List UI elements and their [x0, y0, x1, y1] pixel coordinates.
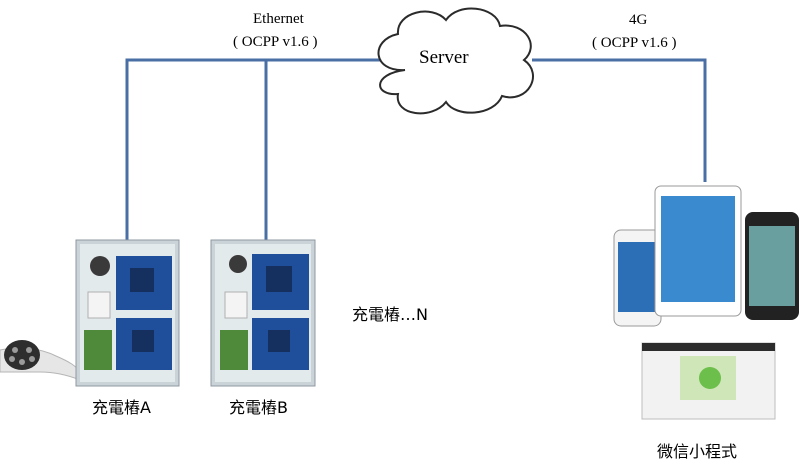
- charger-a-label: 充電樁A: [92, 398, 151, 417]
- smartphone-icon: [613, 229, 662, 327]
- cloud-icon: [377, 7, 534, 115]
- charger-b-label: 充電樁B: [229, 398, 288, 417]
- wechat-label: 微信小程式: [657, 442, 738, 461]
- ev-connector-icon: [0, 340, 81, 381]
- cellular-protocol-label: ( OCPP v1.6 ): [592, 35, 677, 51]
- ethernet-links: [125, 58, 385, 240]
- ethernet-label: Ethernet: [253, 11, 304, 27]
- cellular-label: 4G: [629, 12, 648, 28]
- smartphone-icon: [745, 212, 799, 320]
- ethernet-protocol-label: ( OCPP v1.6 ): [233, 34, 318, 50]
- map-screen-icon: [641, 342, 776, 420]
- charger-n-label: 充電樁…N: [352, 305, 428, 324]
- server-label: Server: [419, 47, 469, 68]
- charger-board-icon: [75, 239, 180, 387]
- tablet-icon: [654, 185, 742, 317]
- charger-board-icon: [210, 239, 316, 387]
- cellular-link: [532, 58, 707, 182]
